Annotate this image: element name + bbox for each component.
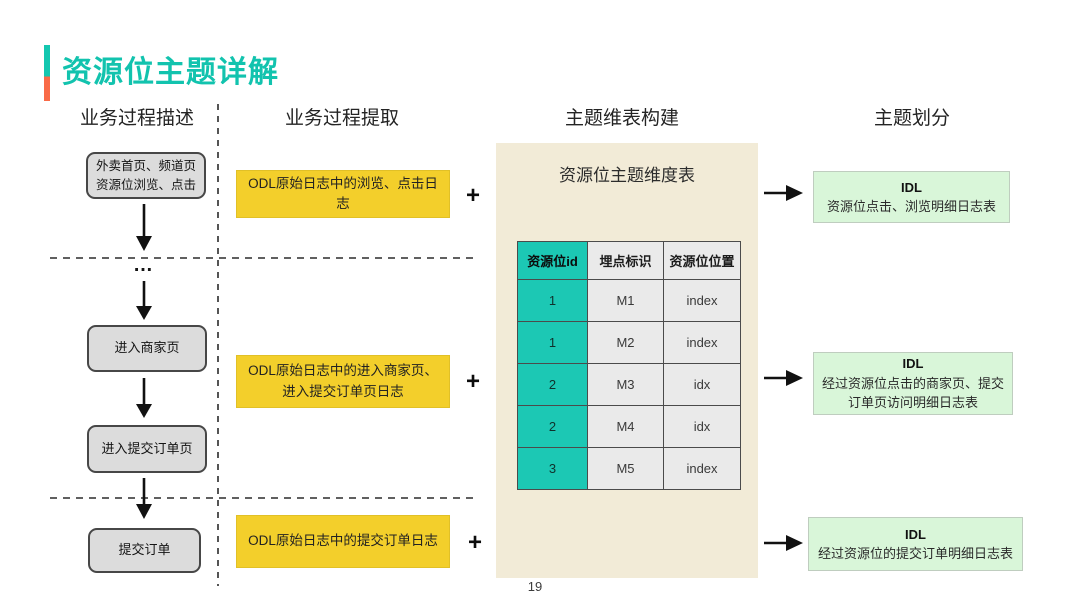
theme-box-desc: 经过资源位点击的商家页、提交订单页访问明细日志表: [821, 375, 1004, 411]
table-row: 3 M5 index: [517, 447, 741, 490]
flow-step-resource-browse-click: 外卖首页、频道页 资源位浏览、点击: [86, 152, 206, 199]
flow-step-line: 资源位浏览、点击: [95, 177, 196, 192]
flow-ellipsis: …: [133, 254, 155, 276]
table-row: 1 M1 index: [517, 279, 741, 322]
theme-box-title: IDL: [902, 356, 924, 372]
table-cell: 1: [517, 321, 588, 364]
table-header-resource-position: 资源位位置: [663, 241, 741, 280]
flow-step-label: 进入提交订单页: [101, 440, 193, 456]
plus-icon: +: [467, 529, 482, 556]
table-cell: idx: [663, 363, 741, 406]
column-header-business-process-description: 业务过程描述: [79, 108, 194, 129]
flow-step-enter-order-page: 进入提交订单页: [87, 425, 207, 473]
flow-step-submit-order: 提交订单: [88, 528, 201, 573]
page-title: 资源位主题详解: [62, 56, 279, 89]
theme-box-click-browse-detail: IDL 资源位点击、浏览明细日志表: [813, 171, 1010, 223]
dimension-panel: 资源位主题维度表 资源位id 埋点标识 资源位位置 1 M1 index 1 M…: [496, 143, 758, 578]
theme-box-title: IDL: [901, 179, 922, 195]
table-cell: 3: [517, 447, 588, 490]
extract-box-browse-click-log: ODL原始日志中的浏览、点击日志: [236, 170, 450, 218]
right-arrow-1: [764, 185, 803, 201]
table-cell: M2: [587, 321, 664, 364]
table-header-resource-id: 资源位id: [517, 241, 588, 280]
theme-box-merchant-order-access-detail: IDL 经过资源位点击的商家页、提交订单页访问明细日志表: [813, 352, 1013, 415]
table-cell: idx: [663, 405, 741, 448]
dimension-table: 资源位id 埋点标识 资源位位置 1 M1 index 1 M2 index 2: [517, 241, 741, 490]
down-arrow-2: [136, 281, 152, 320]
dimension-panel-title: 资源位主题维度表: [559, 166, 695, 185]
flow-step-enter-merchant-page: 进入商家页: [87, 325, 207, 372]
table-header-row: 资源位id 埋点标识 资源位位置: [517, 241, 741, 280]
table-cell: M5: [587, 447, 664, 490]
table-row: 2 M4 idx: [517, 405, 741, 448]
right-arrow-2: [764, 370, 803, 386]
flow-step-label: 进入商家页: [114, 340, 180, 356]
down-arrow-4: [136, 478, 152, 519]
table-cell: index: [663, 279, 741, 322]
extract-box-merchant-order-log: ODL原始日志中的进入商家页、进入提交订单页日志: [236, 355, 450, 408]
table-cell: M1: [587, 279, 664, 322]
down-arrow-3: [136, 378, 152, 418]
plus-icon: +: [465, 368, 480, 395]
table-row: 1 M2 index: [517, 321, 741, 364]
theme-box-submit-order-detail: IDL 经过资源位的提交订单明细日志表: [808, 517, 1023, 571]
right-arrow-3: [764, 535, 803, 551]
table-cell: 2: [517, 363, 588, 406]
table-header-tracking-id: 埋点标识: [587, 241, 664, 280]
table-cell: M4: [587, 405, 664, 448]
title-accent-bar: [44, 45, 50, 101]
flow-step-label: 提交订单: [118, 542, 171, 558]
page-number: 19: [527, 579, 543, 594]
theme-box-desc: 资源位点击、浏览明细日志表: [826, 199, 996, 214]
column-header-business-process-extraction: 业务过程提取: [284, 108, 399, 129]
table-cell: 2: [517, 405, 588, 448]
table-cell: M3: [587, 363, 664, 406]
table-cell: 1: [517, 279, 588, 322]
column-header-dimension-table-build: 主题维表构建: [564, 108, 679, 129]
theme-box-title: IDL: [905, 526, 926, 542]
extract-box-submit-order-log: ODL原始日志中的提交订单日志: [236, 515, 450, 568]
flow-step-line: 外卖首页、频道页: [95, 158, 196, 173]
theme-box-desc: 经过资源位的提交订单明细日志表: [817, 546, 1013, 561]
table-row: 2 M3 idx: [517, 363, 741, 406]
table-cell: index: [663, 447, 741, 490]
column-header-theme-division: 主题划分: [873, 108, 950, 129]
down-arrow-1: [136, 204, 152, 251]
plus-icon: +: [465, 182, 480, 209]
table-cell: index: [663, 321, 741, 364]
